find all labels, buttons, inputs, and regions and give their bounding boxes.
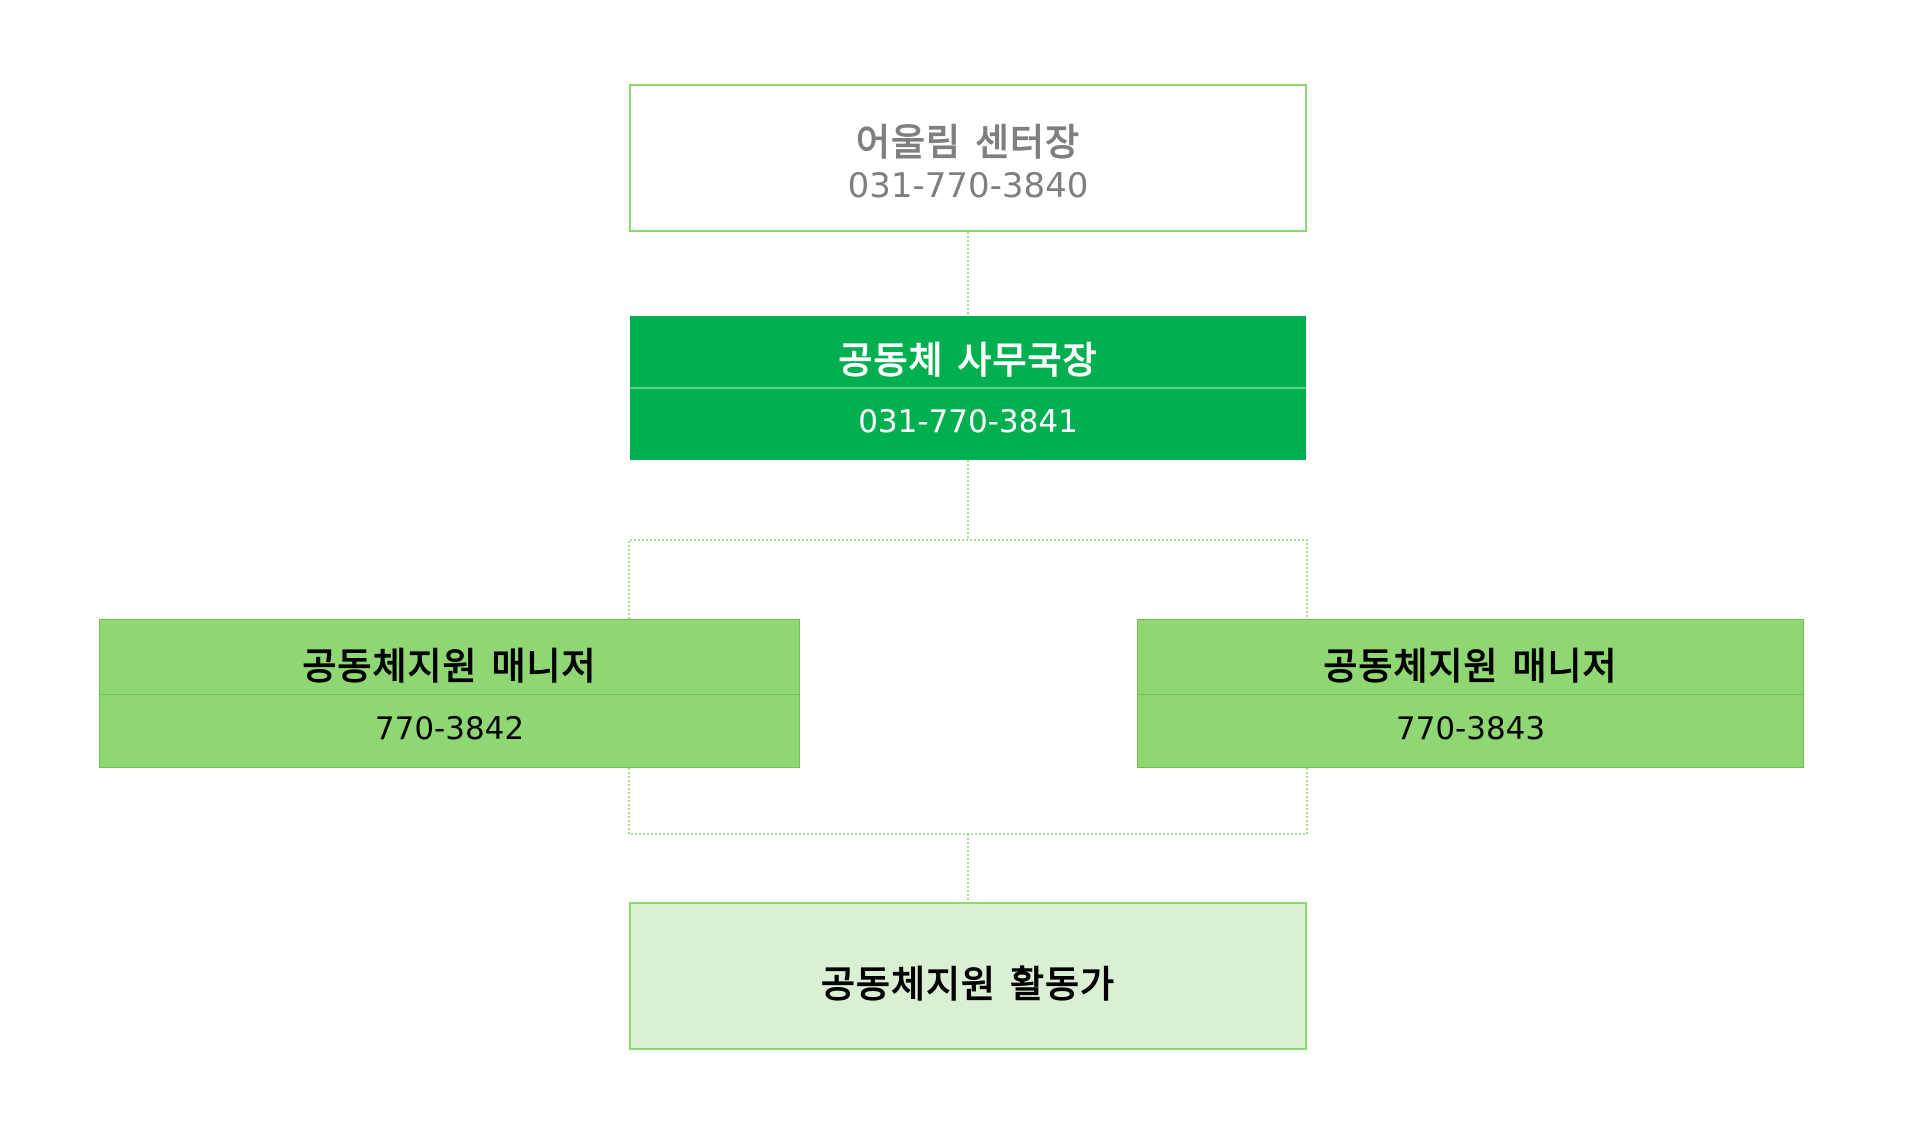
manager-box-left: 공동체지원 매니저 770-3842 bbox=[99, 619, 800, 768]
manager-box-right: 공동체지원 매니저 770-3843 bbox=[1137, 619, 1804, 768]
manager-left-title: 공동체지원 매니저 bbox=[302, 645, 597, 688]
center-head-phone: 031-770-3840 bbox=[847, 166, 1089, 206]
secretary-general-title: 공동체 사무국장 bbox=[838, 339, 1098, 382]
manager-left-divider bbox=[100, 694, 799, 695]
center-head-title: 어울림 센터장 bbox=[855, 121, 1081, 164]
activist-title: 공동체지원 활동가 bbox=[820, 963, 1116, 1006]
connector-upper-bracket bbox=[628, 539, 1308, 619]
manager-right-phone: 770-3843 bbox=[1395, 711, 1546, 747]
secretary-general-box: 공동체 사무국장 031-770-3841 bbox=[630, 316, 1306, 460]
activist-box: 공동체지원 활동가 bbox=[629, 902, 1307, 1050]
connector-lower-bracket bbox=[628, 768, 1308, 835]
manager-left-phone: 770-3842 bbox=[374, 711, 525, 747]
center-head-box: 어울림 센터장 031-770-3840 bbox=[629, 84, 1307, 232]
secretary-general-phone: 031-770-3841 bbox=[858, 404, 1078, 440]
secretary-general-divider bbox=[630, 387, 1306, 389]
manager-right-title: 공동체지원 매니저 bbox=[1323, 645, 1618, 688]
manager-right-divider bbox=[1138, 694, 1803, 695]
